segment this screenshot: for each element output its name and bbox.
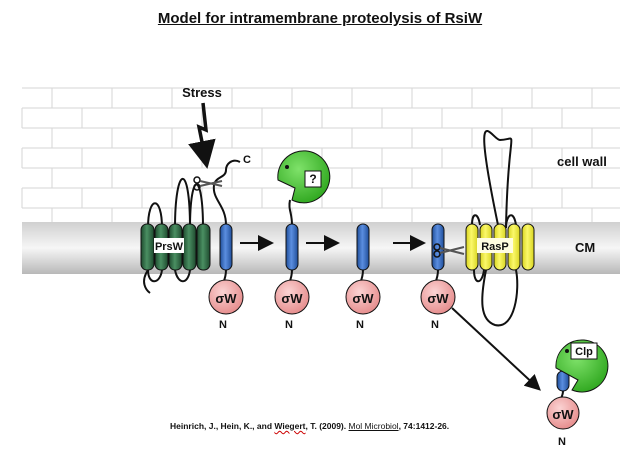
unknown-protease-icon: ? xyxy=(277,150,331,204)
svg-text:N: N xyxy=(356,319,364,331)
rasp-label: RasP xyxy=(481,241,509,253)
cell-wall-label: cell wall xyxy=(557,154,607,169)
prsw-label: PrsW xyxy=(155,241,184,253)
released-n-terminus-label: N xyxy=(558,436,566,448)
cm-label: CM xyxy=(575,240,595,255)
unknown-protease-label: ? xyxy=(309,172,316,186)
release-arrow xyxy=(451,307,541,391)
stress-lightning-icon xyxy=(188,102,216,169)
clp-protease-icon: Clp xyxy=(555,339,609,393)
sigma-w-4: σW N xyxy=(420,279,456,331)
citation: Heinrich, J., Hein, K., and Wiegert, T. … xyxy=(170,421,450,431)
svg-text:σW: σW xyxy=(215,291,237,306)
svg-text:σW: σW xyxy=(352,291,374,306)
stress-label: Stress xyxy=(182,85,222,100)
svg-text:σW: σW xyxy=(281,291,303,306)
prsw-protein: PrsW xyxy=(140,178,211,294)
svg-text:N: N xyxy=(285,319,293,331)
diagram-title: Model for intramembrane proteolysis of R… xyxy=(157,10,483,27)
sigma-w-1: σW N xyxy=(208,279,244,331)
rsiw-full-length: C xyxy=(212,154,251,293)
sigma-w-2: σW N xyxy=(274,279,310,331)
svg-text:σW: σW xyxy=(427,291,449,306)
released-sigma-w-label: σW xyxy=(552,407,574,422)
clp-label: Clp xyxy=(575,346,593,358)
svg-text:N: N xyxy=(431,319,439,331)
sigma-w-3: σW N xyxy=(345,279,381,331)
cell-wall-bricks xyxy=(21,87,620,222)
scissors-icon-rasp xyxy=(433,243,465,258)
c-terminus-label: C xyxy=(243,154,251,166)
released-sigma-w-complex: σW N xyxy=(546,370,580,448)
rasp-protein: RasP xyxy=(465,130,535,327)
svg-text:N: N xyxy=(219,319,227,331)
scissors-icon xyxy=(193,176,223,191)
